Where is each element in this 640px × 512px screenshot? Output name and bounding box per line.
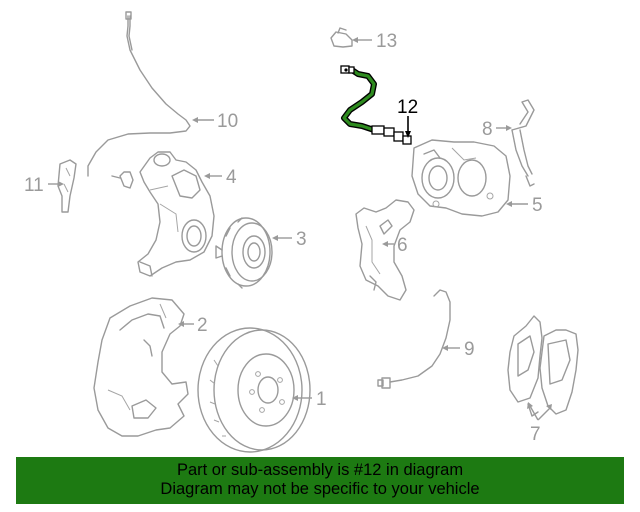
- brake-assembly-diagram: 13 10 11 4 3 2 1 5 6 8 9 7 12: [24, 11, 579, 453]
- callout-4: 4: [226, 167, 237, 188]
- callout-3: 3: [296, 229, 307, 250]
- part-3-wheel-hub: [215, 217, 273, 289]
- callout-5: 5: [532, 195, 543, 216]
- part-11-bracket: [57, 159, 77, 213]
- notice-line-disclaimer: Diagram may not be specific to your vehi…: [160, 480, 480, 498]
- part-12-brake-hose: [340, 65, 412, 145]
- callout-12: 12: [397, 97, 418, 118]
- callout-9: 9: [464, 339, 475, 360]
- part-8-spring-clip: [511, 99, 535, 187]
- callout-10: 10: [217, 111, 238, 132]
- part-9-wear-sensor: [377, 289, 451, 389]
- part-13-clip: [330, 27, 353, 48]
- notice-line-part: Part or sub-assembly is #12 in diagram: [176, 461, 464, 479]
- callout-labels: 13 10 11 4 3 2 1 5 6 8 9 7 12: [24, 31, 543, 445]
- part-7-brake-pads: [507, 315, 579, 417]
- callout-6: 6: [397, 235, 408, 256]
- callout-leaders: [48, 37, 552, 421]
- callout-7: 7: [530, 424, 541, 445]
- part-4-steering-knuckle: [137, 151, 215, 277]
- callout-13: 13: [376, 31, 397, 52]
- callout-2: 2: [197, 315, 208, 336]
- part-10-sensor-wire: [87, 11, 191, 189]
- notice-banner: Part or sub-assembly is #12 in diagram D…: [16, 457, 624, 504]
- part-6-caliper-carrier: [355, 199, 415, 301]
- callout-8: 8: [482, 119, 493, 140]
- callout-1: 1: [316, 389, 327, 410]
- callout-11: 11: [24, 175, 44, 196]
- part-1-brake-rotor: [197, 327, 311, 453]
- part-5-caliper: [411, 139, 511, 217]
- part-2-splash-shield: [93, 297, 189, 437]
